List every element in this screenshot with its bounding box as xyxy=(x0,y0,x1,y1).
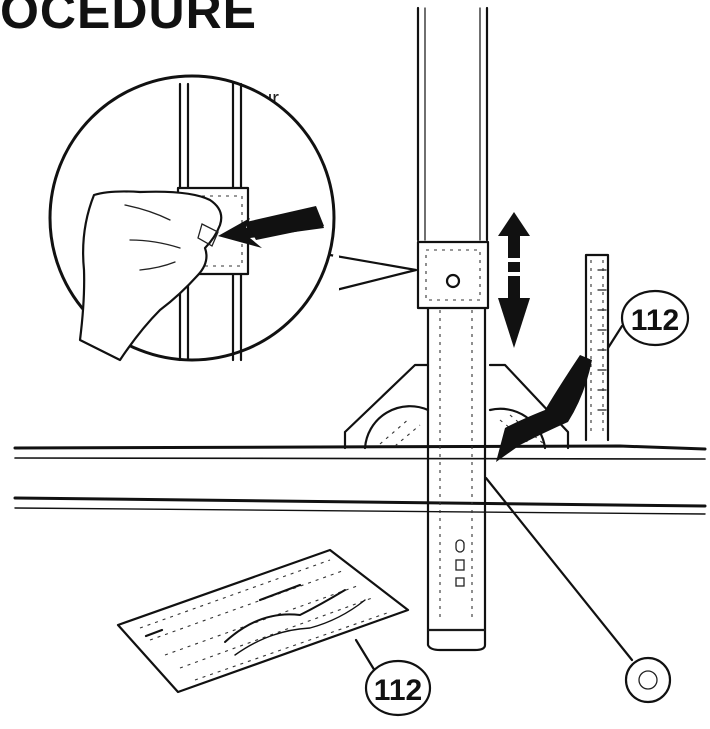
up-down-arrow-icon xyxy=(498,212,530,348)
page-heading-fragment: OCEDURE xyxy=(0,0,258,39)
stand-upright xyxy=(416,6,489,652)
sliding-clamp xyxy=(416,240,490,310)
stand-base xyxy=(343,363,570,450)
floor-lines xyxy=(13,444,707,515)
height-gauge-ruler xyxy=(584,253,610,442)
callout-112-card-label: 112 xyxy=(374,674,422,707)
magnified-detail xyxy=(48,74,418,362)
pattern-card xyxy=(116,548,410,694)
curved-pointer-arrow-icon xyxy=(496,355,592,462)
callout-112-ruler: 112 xyxy=(606,289,690,350)
plumb-line xyxy=(484,476,672,704)
callout-112-ruler-label: 112 xyxy=(631,304,679,337)
callout-112-card: 112 xyxy=(354,638,432,717)
